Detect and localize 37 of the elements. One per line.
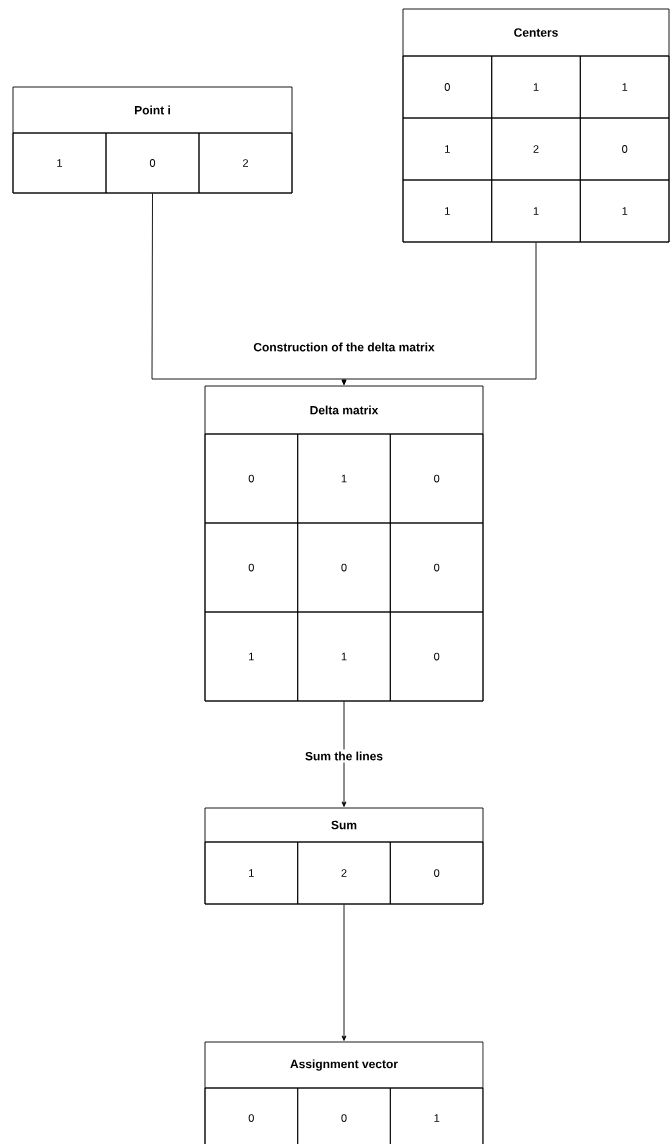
table-cell: 0 bbox=[204, 1087, 299, 1144]
table-cell: 2 bbox=[198, 132, 293, 194]
table-cell: 0 bbox=[389, 433, 484, 524]
table-cell: 0 bbox=[389, 611, 484, 702]
table-cell: 1 bbox=[579, 179, 670, 243]
table-cell: 0 bbox=[204, 522, 299, 613]
table-cell: 0 bbox=[579, 117, 670, 181]
table-cell: 1 bbox=[204, 611, 299, 702]
table-header: Sum bbox=[331, 820, 357, 830]
table-cell: 1 bbox=[389, 1087, 484, 1144]
table-cell: 1 bbox=[402, 117, 493, 181]
table-cell: 1 bbox=[402, 179, 493, 243]
table-cell: 1 bbox=[491, 55, 581, 119]
edge-label: Construction of the delta matrix bbox=[251, 340, 437, 354]
table-header: Delta matrix bbox=[310, 405, 379, 415]
table-cell: 2 bbox=[491, 117, 581, 181]
table-header: Centers bbox=[514, 28, 558, 37]
table-header: Assignment vector bbox=[290, 1059, 398, 1071]
table-cell: 0 bbox=[204, 433, 299, 524]
table-cell: 1 bbox=[579, 55, 670, 119]
arrow bbox=[341, 242, 537, 385]
arrow bbox=[341, 904, 347, 1041]
edge-label: Sum the lines bbox=[303, 749, 385, 763]
table-cell: 0 bbox=[297, 522, 391, 613]
table-cell: 1 bbox=[204, 841, 299, 905]
arrow bbox=[341, 701, 347, 807]
table-cell: 0 bbox=[297, 1087, 391, 1144]
table-cell: 1 bbox=[12, 132, 107, 194]
table-cell: 0 bbox=[105, 132, 200, 194]
table-cell: 1 bbox=[491, 179, 581, 243]
table-header: Point i bbox=[134, 105, 170, 115]
table-cell: 1 bbox=[297, 433, 391, 524]
table-cell: 0 bbox=[389, 522, 484, 613]
table-cell: 1 bbox=[297, 611, 391, 702]
table-cell: 2 bbox=[297, 841, 391, 905]
table-cell: 0 bbox=[402, 55, 493, 119]
table-cell: 0 bbox=[389, 841, 484, 905]
